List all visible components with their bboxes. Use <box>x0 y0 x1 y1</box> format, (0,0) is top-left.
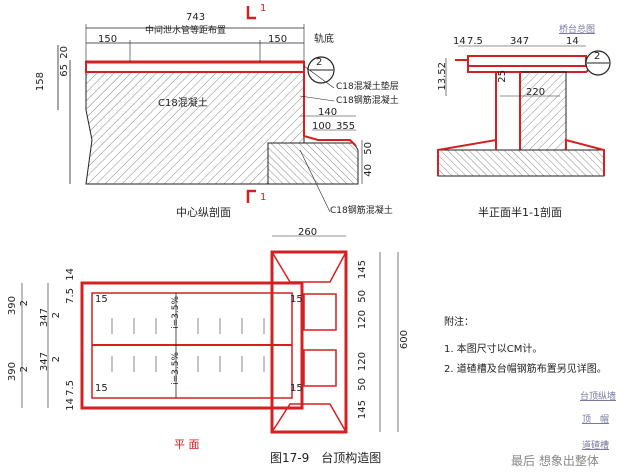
caption-figure: 图17-9 台顶构造图 <box>270 451 382 465</box>
dim-220: 220 <box>526 87 546 98</box>
pier-shaft-section <box>519 71 567 151</box>
section-cut-mark-bottom <box>246 189 256 203</box>
drain-pipe-marks <box>111 318 265 372</box>
dim-150-right: 150 <box>268 34 288 45</box>
dim-15-b: 15 <box>290 294 303 305</box>
detail-number-left: 2 <box>316 57 323 68</box>
dim-120-a: 120 <box>357 310 368 330</box>
section-mark-bottom-number: 1 <box>260 192 267 203</box>
dim-390-top: 390 <box>7 296 18 316</box>
dim-20: 20 <box>59 46 70 59</box>
dim-25: 25 <box>497 70 508 83</box>
rc-step-outline <box>303 72 357 147</box>
dim-50-a: 50 <box>357 290 368 303</box>
dim-145-bottom: 145 <box>357 400 368 420</box>
dim-2-a: 2 <box>19 300 30 307</box>
label-c18-rc-bottom: C18钢筋混凝土 <box>330 206 393 216</box>
dim-600: 600 <box>399 330 410 350</box>
label-c18-rc-top: C18钢筋混凝土 <box>336 96 399 106</box>
nav-link-top-wall[interactable]: 台顶纵墙 <box>580 392 617 402</box>
dim-13.52: 13.52 <box>437 62 448 91</box>
dim-7.5-c: 7.5 <box>65 380 76 396</box>
dim-150-left: 150 <box>98 34 118 45</box>
section-cut-mark-top <box>246 6 256 20</box>
watermark-text: 最后 想象出整体 <box>511 454 599 468</box>
dim-260: 260 <box>298 227 318 238</box>
slope-upper: i=3.5% <box>171 296 181 329</box>
rc-footing-step <box>267 142 359 185</box>
pier-footing-outline-right <box>565 138 605 176</box>
dim-347-c: 347 <box>39 352 50 372</box>
dim-158: 158 <box>35 72 46 92</box>
plan-view <box>21 235 399 434</box>
dim-14-a: 14 <box>453 36 466 47</box>
center-section-view <box>57 6 363 213</box>
bearing-pad-2 <box>303 349 337 387</box>
nav-link-top-cap[interactable]: 顶 帽 <box>582 415 610 425</box>
detail-number-right: 2 <box>594 51 601 62</box>
notes-title: 附注： <box>444 317 474 328</box>
dim-347-b: 347 <box>39 308 50 328</box>
cap-bevel-top <box>271 251 347 283</box>
dim-7.5-a: 7.5 <box>467 36 483 47</box>
plan-deck-outer <box>80 281 304 410</box>
dim-40: 40 <box>363 164 374 177</box>
dim-100: 100 <box>312 121 332 132</box>
dim-7.5-b: 7.5 <box>65 288 76 304</box>
slope-lower: i=3.5% <box>171 352 181 385</box>
nav-link-abutment-overview[interactable]: 桥台总图 <box>559 25 596 35</box>
dim-140: 140 <box>318 107 338 118</box>
dim-15-a: 15 <box>95 294 108 305</box>
nav-link-ballast-trough[interactable]: 道碴槽 <box>582 441 610 451</box>
pier-footing-outline <box>437 138 497 176</box>
note-item-2: 2. 道碴槽及台帽钢筋布置另见详图。 <box>444 364 607 375</box>
caption-center-section: 中心纵剖面 <box>176 206 231 219</box>
dim-50: 50 <box>363 142 374 155</box>
dim-120-b: 120 <box>357 352 368 372</box>
dim-14-d: 14 <box>65 398 76 411</box>
half-front-view <box>437 45 611 177</box>
caption-half-front: 半正面半1-1剖面 <box>478 206 562 219</box>
dim-14-b: 14 <box>566 36 579 47</box>
dim-390-bottom: 390 <box>7 362 18 382</box>
dim-50-b: 50 <box>357 378 368 391</box>
bearing-pad-1 <box>303 293 337 331</box>
dim-145-top: 145 <box>357 260 368 280</box>
dim-355: 355 <box>336 121 356 132</box>
label-rail-bottom: 轨底 <box>314 34 334 45</box>
dim-347-a: 347 <box>510 36 530 47</box>
section-mark-top-number: 1 <box>260 3 267 14</box>
dim-15-d: 15 <box>290 383 303 394</box>
pier-cap-top <box>467 55 587 67</box>
dim-2-c: 2 <box>51 356 62 363</box>
pier-footing <box>437 149 605 177</box>
dim-15-c: 15 <box>95 383 108 394</box>
label-c18-concrete: C18混凝土 <box>158 98 208 109</box>
dim-65: 65 <box>59 64 70 77</box>
dim-2-d: 2 <box>19 366 30 373</box>
dim-743: 743 <box>186 12 206 23</box>
note-item-1: 1. 本图尺寸以CM计。 <box>444 344 543 355</box>
dim-2-b: 2 <box>51 312 62 319</box>
abutment-cap-plan <box>270 250 348 434</box>
cap-bevel-bottom <box>271 403 347 433</box>
dim-14-c: 14 <box>65 268 76 281</box>
label-c18-cushion: C18混凝土垫层 <box>336 82 399 92</box>
caption-plan: 平 面 <box>174 438 200 451</box>
label-drain-spacing: 中间泄水管等距布置 <box>145 26 227 36</box>
